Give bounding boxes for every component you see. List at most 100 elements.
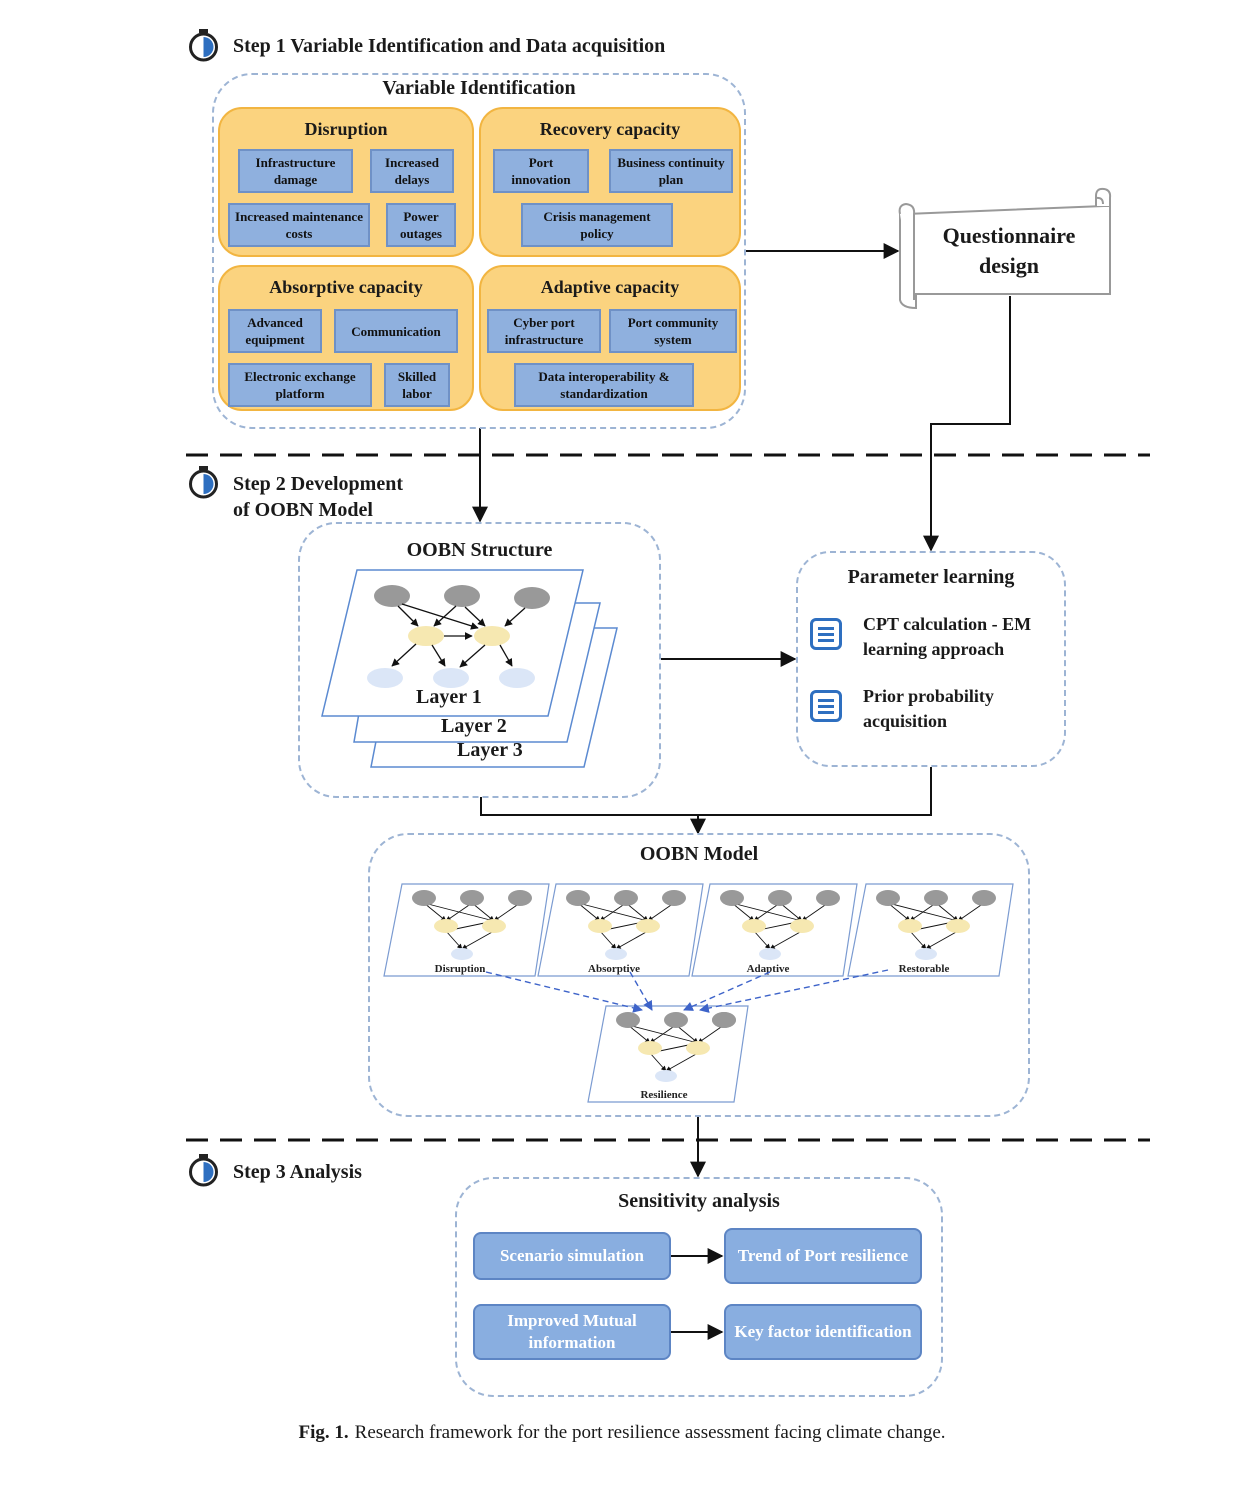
- subnetwork-edge: [697, 1024, 725, 1044]
- network-node: [662, 890, 686, 906]
- subnetwork-edge: [599, 930, 617, 950]
- network-node: [924, 890, 948, 906]
- subnetwork-plane: [383, 883, 550, 977]
- recovery-capacity-title: Recovery capacity: [539, 119, 681, 139]
- network-node: [588, 919, 612, 933]
- resilience-label: Resilience: [640, 1089, 687, 1101]
- variable-advanced-equipment: Advanced equipment: [228, 309, 322, 353]
- disruption-title: Disruption: [304, 119, 388, 139]
- subnetwork-edge: [909, 930, 927, 950]
- layer-1-label: Layer 1: [416, 686, 482, 708]
- variable-data-interoperability: Data interoperability & standardization: [514, 363, 694, 407]
- subnet-label-disruption: Disruption: [435, 963, 486, 975]
- questionnaire-scroll-icon: [898, 187, 1112, 310]
- subnet-label-restorable: Restorable: [899, 963, 950, 975]
- subnetwork-edge: [445, 930, 463, 950]
- oobn-structure-graphic: [321, 569, 618, 768]
- oobn-model-container: [368, 833, 1030, 1117]
- network-node: [444, 585, 480, 607]
- network-node: [434, 919, 458, 933]
- subnetwork-edge: [887, 902, 911, 922]
- prior-probability-line-2: acquisition: [863, 711, 948, 731]
- trend-port-resilience-box: Trend of Port resilience: [724, 1228, 922, 1284]
- subnetwork-edge: [649, 1024, 677, 1044]
- subnetwork-edge: [957, 902, 985, 922]
- subnetwork-edge: [649, 1052, 667, 1072]
- subnetwork-edge: [577, 902, 601, 922]
- network-node: [482, 919, 506, 933]
- variable-electronic-exchange-platform: Electronic exchange platform: [228, 363, 372, 407]
- network-node: [686, 1041, 710, 1055]
- figure-caption-text: Research framework for the port resilien…: [354, 1422, 946, 1443]
- step-3-stopwatch-icon: [187, 1154, 220, 1187]
- scenario-simulation-box: Scenario simulation: [473, 1232, 671, 1280]
- subnet-label-absorptive: Absorptive: [588, 963, 640, 975]
- subnetwork-edge: [769, 930, 803, 950]
- subnetwork-plane: [847, 883, 1014, 977]
- network-edges: [391, 603, 526, 668]
- list-icon: [810, 618, 842, 650]
- network-node: [638, 1041, 662, 1055]
- network-node: [816, 890, 840, 906]
- step-1-stopwatch-icon: [187, 29, 220, 62]
- oobn-structure-container: [298, 522, 661, 798]
- variable-port-community-system: Port community system: [609, 309, 737, 353]
- network-node: [712, 1012, 736, 1028]
- variable-crisis-management-policy: Crisis management policy: [521, 203, 673, 247]
- network-node: [915, 948, 937, 960]
- prior-probability-line-1: Prior probability: [863, 686, 994, 706]
- parameter-learning-container: [796, 551, 1066, 767]
- variable-port-innovation: Port innovation: [493, 149, 589, 193]
- variable-communication: Communication: [334, 309, 458, 353]
- network-node: [508, 890, 532, 906]
- parameter-learning-title: Parameter learning: [847, 566, 1015, 588]
- subnetwork-edge: [599, 902, 627, 922]
- subnet-to-resilience-connector: [683, 971, 771, 1011]
- absorptive-capacity-title: Absorptive capacity: [269, 277, 423, 297]
- key-factor-identification-box: Key factor identification: [724, 1304, 922, 1360]
- network-node: [412, 890, 436, 906]
- network-node: [474, 626, 510, 646]
- mutual-information-box: Improved Mutual information: [473, 1304, 671, 1360]
- subnet-to-resilience-connector: [699, 969, 889, 1013]
- network-node: [946, 919, 970, 933]
- variable-increased-maintenance-costs: Increased maintenance costs: [228, 203, 370, 247]
- subnetwork-edge: [647, 902, 675, 922]
- network-node: [433, 668, 469, 688]
- oobn-model-graphic: Disruption Absorptive Adaptive RestorableRe…: [383, 883, 1014, 1103]
- arrow-to-parameter-learning: [923, 296, 1011, 552]
- variable-power-outages: Power outages: [386, 203, 456, 247]
- network-node: [664, 1012, 688, 1028]
- variable-increased-delays: Increased delays: [370, 149, 454, 193]
- questionnaire-line-1: Questionnaire: [942, 223, 1076, 248]
- adaptive-capacity-title: Adaptive capacity: [540, 277, 680, 297]
- subnetwork-edge: [615, 930, 649, 950]
- questionnaire-design-label: Questionnaire design: [916, 221, 1102, 281]
- subnetwork-edge: [675, 1024, 699, 1044]
- subnetwork-edge: [665, 1052, 699, 1072]
- network-node: [768, 890, 792, 906]
- layer-3-label: Layer 3: [457, 739, 523, 761]
- list-icon: [810, 690, 842, 722]
- network-node: [408, 626, 444, 646]
- step-1-title: Step 1 Variable Identification and Data …: [233, 35, 666, 57]
- network-node: [499, 668, 535, 688]
- network-node: [972, 890, 996, 906]
- subnetwork-edge: [493, 902, 521, 922]
- network-node: [367, 668, 403, 688]
- subnetwork-edge: [471, 902, 495, 922]
- subnetwork-plane: [691, 883, 858, 977]
- step-2-title-line-2: of OOBN Model: [233, 499, 373, 521]
- network-node: [742, 919, 766, 933]
- network-node: [460, 890, 484, 906]
- variable-infrastructure-damage: Infrastructure damage: [238, 149, 353, 193]
- adaptive-capacity-panel: Adaptive capacity Cyber port infrastruct…: [479, 265, 741, 411]
- network-node: [605, 948, 627, 960]
- subnetwork-edge: [627, 1024, 651, 1044]
- network-node: [451, 948, 473, 960]
- oobn-model-title: OOBN Model: [639, 843, 759, 865]
- step-3-title: Step 3 Analysis: [233, 1161, 362, 1183]
- subnet-label-adaptive: Adaptive: [747, 963, 790, 975]
- variable-cyber-port-infrastructure: Cyber port infrastructure: [487, 309, 601, 353]
- disruption-panel: Disruption Infrastructure damage Increas…: [218, 107, 474, 257]
